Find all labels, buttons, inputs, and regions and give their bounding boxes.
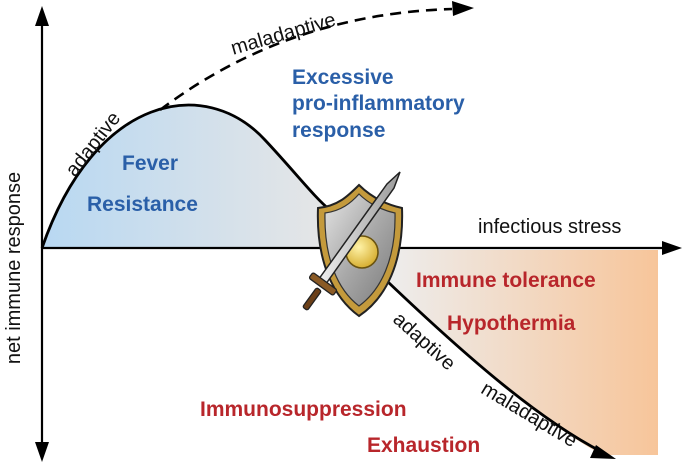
y-axis	[35, 6, 49, 462]
lower-tolerance-region	[388, 250, 658, 455]
excessive-line-3: response	[292, 119, 385, 142]
exhaustion-label: Exhaustion	[367, 434, 480, 457]
lower-curve-arrowhead	[590, 445, 616, 459]
x-axis-label: infectious stress	[478, 216, 621, 238]
y-axis-label: net immune response	[3, 172, 25, 364]
hypothermia-label: Hypothermia	[447, 312, 576, 335]
upper-maladaptive-curve	[159, 7, 453, 112]
resistance-label: Resistance	[87, 193, 198, 216]
immune-tolerance-label: Immune tolerance	[416, 269, 596, 292]
upper-maladaptive-arrowhead	[452, 1, 474, 16]
excessive-line-2: pro-inflammatory	[292, 92, 465, 115]
shield-icon	[316, 183, 404, 318]
lower-curve	[387, 280, 603, 454]
fever-label: Fever	[122, 152, 178, 175]
immunosuppression-label: Immunosuppression	[200, 398, 407, 421]
upper-maladaptive-label: maladaptive	[228, 9, 338, 60]
upper-adaptive-curve	[40, 103, 331, 249]
excessive-line-1: Excessive	[292, 66, 394, 89]
sword-icon	[302, 171, 401, 311]
upper-adaptive-region	[42, 105, 330, 248]
